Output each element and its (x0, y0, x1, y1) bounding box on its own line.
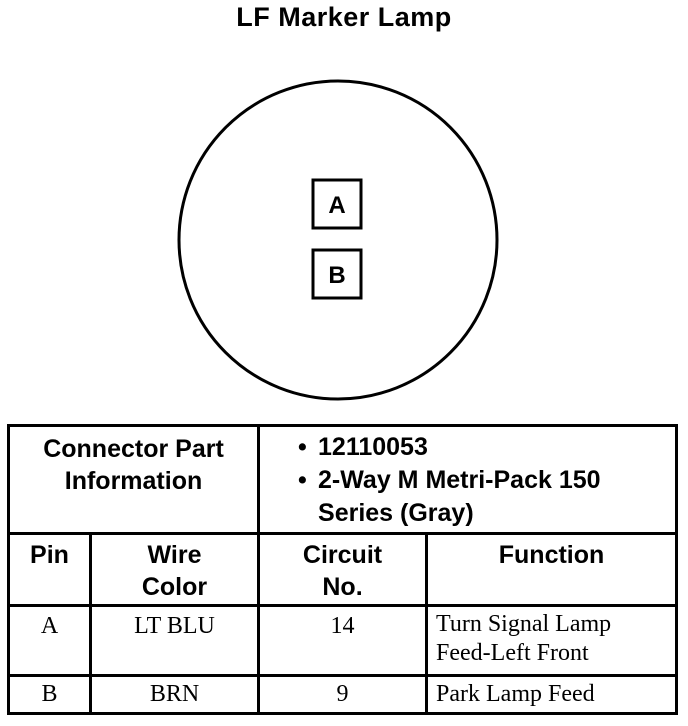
bullet-icon: • (298, 433, 307, 461)
row-function: Park Lamp Feed (425, 674, 679, 715)
column-header-row: Pin Wire Color Circuit No. Function (7, 532, 679, 607)
pin-b-cavity (311, 248, 363, 300)
pin-b-label: B (328, 262, 345, 289)
connector-part-info-row: Connector Part Information • 12110053 • … (6, 424, 679, 535)
part-number: 12110053 (318, 433, 428, 461)
row-function: Turn Signal Lamp Feed-Left Front (425, 604, 679, 677)
row-pin: A (7, 604, 92, 677)
row-circuit: 9 (257, 674, 429, 715)
col-header-pin: Pin (7, 532, 92, 607)
connector-part-info-values: • 12110053 • 2-Way M Metri-Pack 150 Seri… (257, 424, 679, 535)
table-row: B BRN 9 Park Lamp Feed (7, 674, 679, 715)
col-header-function: Function (425, 532, 679, 607)
part-number-item: • 12110053 (298, 431, 669, 464)
pin-a-cavity (311, 178, 363, 230)
connector-part-info-label: Connector Part Information (6, 424, 261, 535)
connector-outline (177, 79, 499, 401)
table-row: A LT BLU 14 Turn Signal Lamp Feed-Left F… (7, 604, 679, 677)
connector-type: 2-Way M Metri-Pack 150 Series (Gray) (318, 466, 601, 527)
col-header-circuit-no: Circuit No. (257, 532, 429, 607)
page-title: LF Marker Lamp (236, 2, 452, 32)
connector-face-diagram: A B (177, 79, 499, 401)
pin-a-label: A (328, 192, 345, 219)
row-wire-color: LT BLU (88, 604, 261, 677)
row-circuit: 14 (257, 604, 429, 677)
connector-type-item: • 2-Way M Metri-Pack 150 Series (Gray) (298, 464, 669, 530)
col-header-wire-color: Wire Color (88, 532, 261, 607)
bullet-icon: • (298, 466, 307, 494)
connector-info-table: Connector Part Information • 12110053 • … (6, 424, 679, 715)
row-wire-color: BRN (88, 674, 261, 715)
row-pin: B (7, 674, 92, 715)
